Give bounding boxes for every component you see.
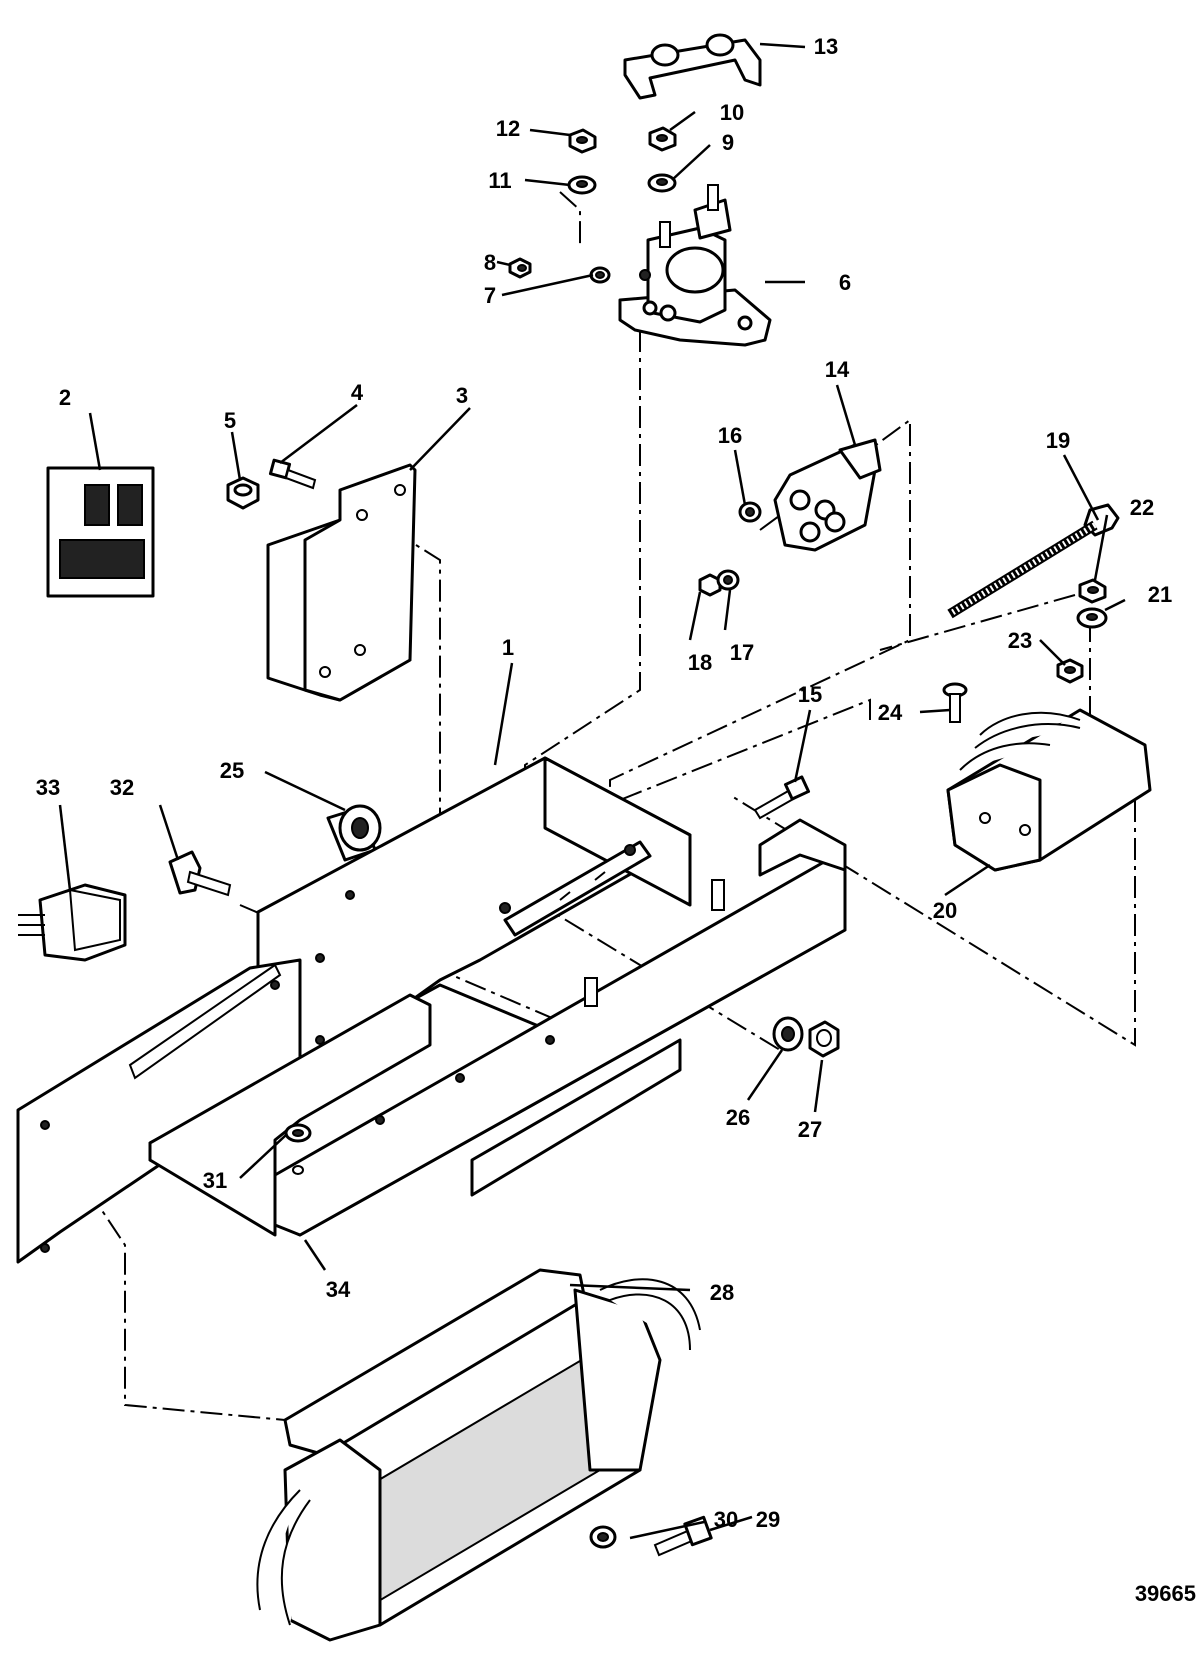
nuts-washers-9-12 <box>567 126 677 195</box>
thumb-screw-part-32 <box>168 850 232 897</box>
screw-part-4 <box>268 458 317 490</box>
callout-34: 34 <box>326 1277 351 1302</box>
relay-part-14 <box>773 438 882 552</box>
callout-6: 6 <box>839 270 851 295</box>
solenoid-part-6 <box>618 184 772 347</box>
callout-20: 20 <box>933 898 957 923</box>
callout-16: 16 <box>718 423 742 448</box>
screw-part-15 <box>753 775 811 820</box>
callout-13: 13 <box>814 34 838 59</box>
callout-19: 19 <box>1046 428 1070 453</box>
callout-14: 14 <box>825 357 850 382</box>
callout-3: 3 <box>456 383 468 408</box>
callout-12: 12 <box>496 116 520 141</box>
callout-labels: 1 2 3 4 5 6 7 8 9 10 11 12 13 14 15 16 1… <box>36 34 1172 1532</box>
callout-30: 30 <box>714 1507 738 1532</box>
callout-17: 17 <box>730 640 754 665</box>
nut-part-5 <box>226 476 260 510</box>
decal-part-2 <box>46 466 155 598</box>
bracket-tray-part-1-34 <box>16 756 847 1264</box>
callout-29: 29 <box>756 1507 780 1532</box>
callout-25: 25 <box>220 758 244 783</box>
callout-22: 22 <box>1130 495 1154 520</box>
callout-4: 4 <box>351 380 364 405</box>
callout-7: 7 <box>484 283 496 308</box>
callout-21: 21 <box>1148 582 1172 607</box>
callout-2: 2 <box>59 385 71 410</box>
module-part-28 <box>256 1268 701 1642</box>
hardware-parts-23-24 <box>942 658 1084 723</box>
hardware-parts-21-22 <box>1076 578 1108 629</box>
callout-1: 1 <box>502 635 514 660</box>
module-part-20 <box>946 708 1152 872</box>
callout-26: 26 <box>726 1105 750 1130</box>
callout-23: 23 <box>1008 628 1032 653</box>
callout-11: 11 <box>488 168 511 193</box>
spacer-part-25 <box>326 804 382 862</box>
callout-9: 9 <box>722 130 734 155</box>
callout-10: 10 <box>720 100 744 125</box>
figure-reference-number: 39665 <box>1135 1581 1196 1606</box>
callout-5: 5 <box>224 408 236 433</box>
leader-lines <box>58 42 1126 1540</box>
hardware-parts-29-30 <box>589 1515 713 1557</box>
callout-8: 8 <box>484 250 496 275</box>
callout-33: 33 <box>36 775 60 800</box>
connector-part-33 <box>18 883 127 962</box>
hardware-parts-16-17-18 <box>698 501 762 597</box>
cover-plate-part-3 <box>266 463 417 702</box>
callout-32: 32 <box>110 775 134 800</box>
hardware-parts-26-27 <box>772 1016 840 1058</box>
callout-28: 28 <box>710 1280 734 1305</box>
callout-15: 15 <box>798 682 822 707</box>
nuts-parts-7-8 <box>508 257 611 284</box>
callout-18: 18 <box>688 650 712 675</box>
bus-bar-part-13 <box>623 33 762 100</box>
callout-24: 24 <box>878 700 903 725</box>
callout-27: 27 <box>798 1117 822 1142</box>
callout-31: 31 <box>203 1168 227 1193</box>
